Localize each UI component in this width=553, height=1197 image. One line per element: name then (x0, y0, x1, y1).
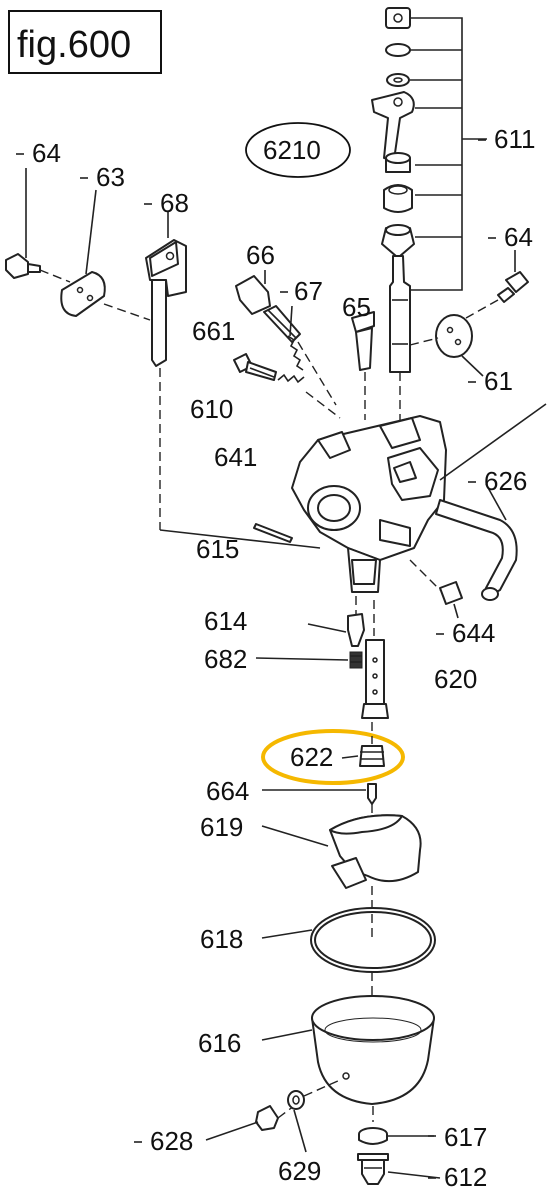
part-label-620: 620 (434, 664, 477, 694)
idle-mixture-spring (287, 305, 304, 371)
float (261, 814, 422, 940)
part-label-610: 610 (190, 394, 233, 424)
assembly-label: 6210 (263, 135, 321, 165)
emulsion-tube (361, 600, 389, 719)
part-label-64-left: 64 (32, 138, 61, 168)
assembly-callout: 6210 (245, 122, 351, 178)
choke-rod (253, 523, 293, 543)
bowl-nut (357, 1153, 441, 1185)
part-label-65: 65 (342, 292, 371, 322)
part-label-611: 611 (494, 124, 535, 154)
figure-label-text: fig.600 (17, 24, 131, 66)
figure-label: fig.600 (8, 10, 162, 74)
part-label-66: 66 (246, 240, 275, 270)
vent-nipple (439, 581, 463, 619)
part-label-616: 616 (198, 1028, 241, 1058)
throttle-plate (409, 314, 484, 377)
part-labels: 64 63 68 66 67 661 65 611 64 61 610 641 … (32, 124, 535, 1192)
part-label-644: 644 (452, 618, 495, 648)
part-label-682: 682 (204, 644, 247, 674)
drain-screw-washer (287, 1079, 341, 1153)
choke-shaft (145, 212, 321, 549)
part-label-68: 68 (160, 188, 189, 218)
choke-plate (60, 189, 151, 321)
part-label-61: 61 (484, 366, 513, 396)
throttle-plate-screw (465, 250, 529, 319)
part-label-661: 661 (192, 316, 235, 346)
part-label-67: 67 (294, 276, 323, 306)
part-label-64-right: 64 (504, 222, 533, 252)
float-bowl-gasket (261, 907, 436, 1000)
bowl-nut-washer (358, 1106, 434, 1145)
float-bowl (261, 995, 435, 1105)
part-label-615: 615 (196, 534, 239, 564)
part-label-641: 641 (214, 442, 257, 472)
main-jet (307, 596, 365, 647)
throttle-shaft-stack (371, 7, 487, 420)
drain-screw (205, 1105, 295, 1141)
part-label-628: 628 (150, 1126, 193, 1156)
label-leaders (16, 139, 496, 1179)
part-label-618: 618 (200, 924, 243, 954)
float-needle (262, 783, 377, 818)
part-label-664: 664 (206, 776, 249, 806)
pilot-jet (351, 311, 375, 420)
part-label-614: 614 (204, 606, 247, 636)
part-label-619: 619 (200, 812, 243, 842)
main-jet-spring (255, 651, 363, 669)
choke-plate-screw (5, 168, 71, 283)
fuel-hose (435, 483, 518, 601)
part-label-626: 626 (484, 466, 527, 496)
part-label-622: 622 (290, 742, 333, 772)
part-label-617: 617 (444, 1122, 487, 1152)
carburetor-body (291, 403, 547, 593)
idle-speed-screw (233, 353, 341, 419)
part-label-612: 612 (444, 1162, 487, 1192)
part-label-629: 629 (278, 1156, 321, 1186)
highlighted-part (261, 722, 405, 785)
part-label-63: 63 (96, 162, 125, 192)
